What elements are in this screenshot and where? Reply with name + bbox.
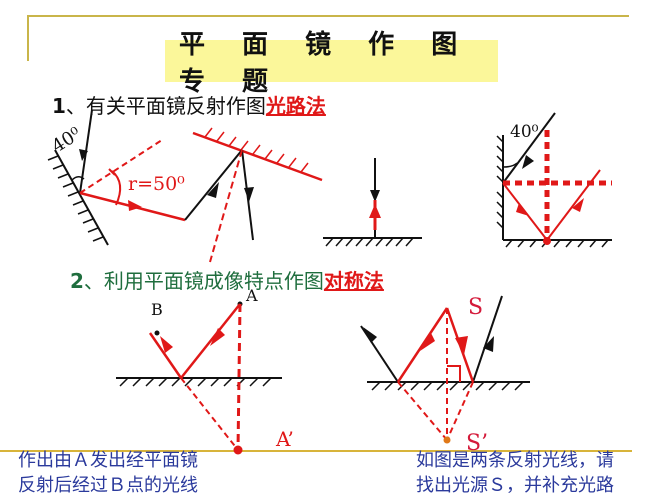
section-2-method: 对称法	[323, 269, 384, 293]
section-1-heading: 1、有关平面镜反射作图光路法	[52, 90, 326, 119]
page-title: 平 面 镜 作 图 专 题	[179, 30, 472, 97]
section-1-number: 1	[52, 94, 66, 118]
title-banner: 平 面 镜 作 图 专 题	[165, 30, 498, 97]
section-2-heading: 2、利用平面镜成像特点作图对称法	[70, 265, 384, 294]
caption-right: 如图是两条反射光线，请 找出光源Ｓ，并补充光路	[416, 448, 614, 498]
diagram-5-symmetry-ab: B A A’	[116, 286, 294, 455]
image-a-label: A’	[275, 427, 294, 451]
diagram-4-corner-mirrors: 40⁰	[496, 112, 612, 248]
d1-reflect-label: r=50⁰	[128, 173, 185, 195]
diagram-3-normal-incidence	[323, 158, 422, 247]
d1-angle-label: 40⁰	[48, 123, 85, 157]
frame-top-line	[27, 15, 629, 17]
d4-angle-label: 40⁰	[510, 122, 539, 142]
point-b-label: B	[151, 300, 163, 319]
caption-left: 作出由Ａ发出经平面镜 反射后经过Ｂ点的光线	[18, 448, 198, 498]
section-1-method: 光路法	[265, 94, 326, 118]
frame-bottom-line	[0, 450, 632, 452]
image-s-label: S’	[466, 431, 488, 456]
section-2-number: 2	[70, 269, 84, 293]
caption-right-line-2: 找出光源Ｓ，并补充光路	[416, 475, 614, 496]
diagram-1-tilted-mirror: 40⁰ r=50⁰	[47, 109, 186, 246]
point-a-label: A	[245, 286, 258, 305]
section-2-text: 、利用平面镜成像特点作图	[83, 269, 324, 293]
diagram-6-find-source: S S’	[360, 295, 530, 456]
frame-left-line	[27, 15, 29, 61]
source-s-label: S	[468, 295, 483, 320]
section-1-text: 、有关平面镜反射作图	[65, 94, 266, 118]
caption-right-line-1: 如图是两条反射光线，请	[416, 450, 614, 471]
diagram-2-red-mirror	[184, 127, 323, 263]
caption-left-line-2: 反射后经过Ｂ点的光线	[18, 475, 198, 496]
caption-left-line-1: 作出由Ａ发出经平面镜	[18, 450, 198, 471]
